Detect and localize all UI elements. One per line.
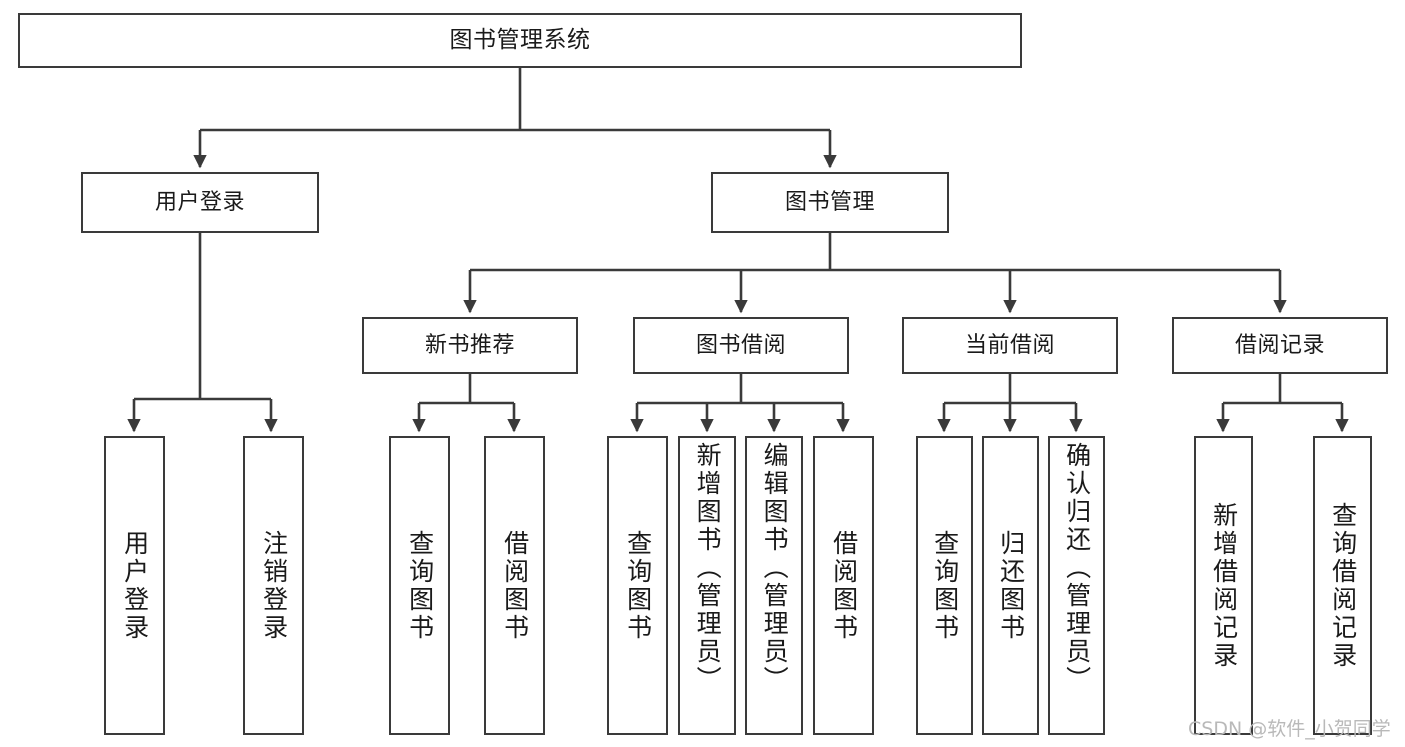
node-label: 编辑图书（管理员）	[760, 442, 790, 694]
node-label: 图书管理系统	[449, 26, 591, 53]
node-label: 新增图书（管理员）	[693, 442, 723, 694]
node-label: 查询图书	[405, 529, 435, 642]
node-current-borrow[interactable]: 当前借阅	[902, 317, 1118, 374]
leaf-logout[interactable]: 注销登录	[243, 436, 304, 735]
node-label: 确认归还（管理员）	[1062, 442, 1092, 694]
node-label: 借阅图书	[829, 529, 859, 642]
node-label: 查询图书	[623, 529, 653, 642]
leaf-add-borrow-record[interactable]: 新增借阅记录	[1194, 436, 1253, 735]
leaf-edit-book-admin[interactable]: 编辑图书（管理员）	[745, 436, 803, 735]
leaf-borrow-book-recommend[interactable]: 借阅图书	[484, 436, 545, 735]
node-label: 图书管理	[784, 189, 875, 215]
csdn-watermark: CSDN @软件_小贺同学	[1188, 718, 1391, 740]
node-label: 用户登录	[154, 189, 245, 215]
node-root-system[interactable]: 图书管理系统	[18, 13, 1022, 68]
leaf-query-borrow-record[interactable]: 查询借阅记录	[1313, 436, 1372, 735]
node-book-management[interactable]: 图书管理	[711, 172, 949, 233]
node-label: 用户登录	[120, 529, 150, 642]
node-new-book-recommend[interactable]: 新书推荐	[362, 317, 578, 374]
leaf-query-book-recommend[interactable]: 查询图书	[389, 436, 450, 735]
node-label: 查询图书	[930, 529, 960, 642]
node-label: 图书借阅	[695, 332, 786, 358]
node-label: 新书推荐	[424, 332, 515, 358]
node-label: 当前借阅	[964, 332, 1055, 358]
leaf-query-book-borrow[interactable]: 查询图书	[607, 436, 668, 735]
node-label: 归还图书	[996, 529, 1026, 642]
leaf-confirm-return-admin[interactable]: 确认归还（管理员）	[1048, 436, 1105, 735]
node-label: 查询借阅记录	[1328, 501, 1358, 670]
leaf-user-login[interactable]: 用户登录	[104, 436, 165, 735]
node-label: 注销登录	[259, 529, 289, 642]
node-book-borrow[interactable]: 图书借阅	[633, 317, 849, 374]
node-user-login[interactable]: 用户登录	[81, 172, 319, 233]
node-label: 借阅记录	[1234, 332, 1325, 358]
leaf-add-book-admin[interactable]: 新增图书（管理员）	[678, 436, 736, 735]
leaf-lend-book[interactable]: 借阅图书	[813, 436, 874, 735]
node-label: 新增借阅记录	[1209, 501, 1239, 670]
leaf-return-book[interactable]: 归还图书	[982, 436, 1039, 735]
leaf-query-book-current[interactable]: 查询图书	[916, 436, 973, 735]
node-borrow-record[interactable]: 借阅记录	[1172, 317, 1388, 374]
node-label: 借阅图书	[500, 529, 530, 642]
